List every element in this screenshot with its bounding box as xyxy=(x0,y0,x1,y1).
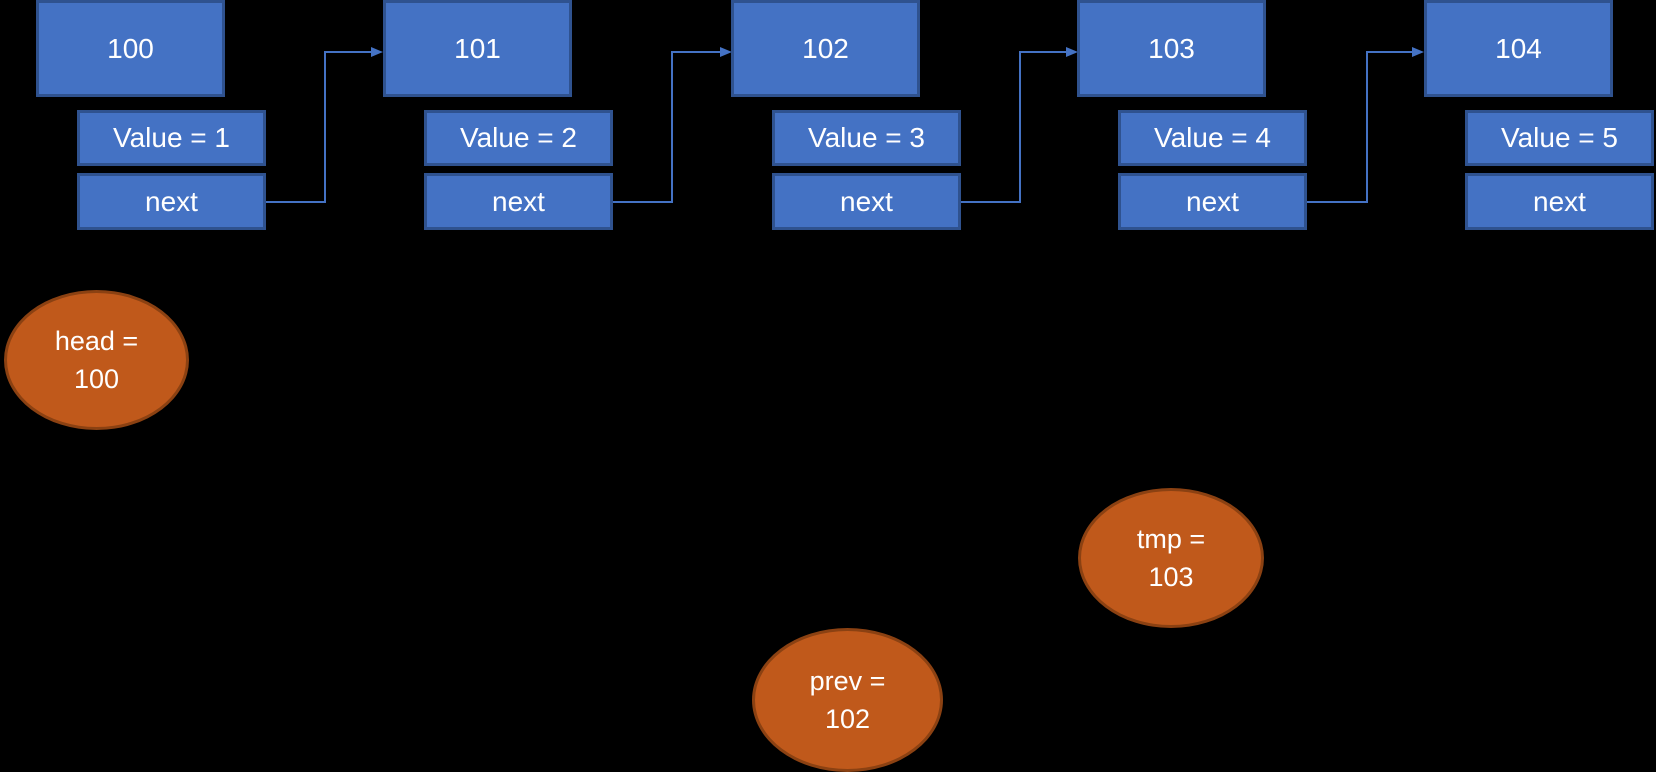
node-101: 101 Value = 2 next xyxy=(383,0,649,232)
node-value-box: Value = 3 xyxy=(772,110,961,166)
pointer-label-line2: 100 xyxy=(73,364,120,394)
pointer-label-line1: head = xyxy=(54,326,139,356)
pointer-label-line2: 102 xyxy=(824,704,871,734)
node-value-label: Value = 1 xyxy=(112,122,231,153)
node-value-box: Value = 4 xyxy=(1118,110,1307,166)
node-next-label: next xyxy=(145,185,198,217)
node-next-box: next xyxy=(77,173,266,230)
node-value-box: Value = 5 xyxy=(1465,110,1654,166)
node-102: 102 Value = 3 next xyxy=(731,0,997,232)
node-value-label: Value = 2 xyxy=(459,122,578,153)
node-address-label: 103 xyxy=(1148,32,1195,64)
node-next-box: next xyxy=(1118,173,1307,230)
pointer-label-line2: 103 xyxy=(1148,562,1194,592)
node-next-box: next xyxy=(1465,173,1654,230)
node-next-box: next xyxy=(424,173,613,230)
node-address-box: 103 xyxy=(1077,0,1266,97)
pointer-label-line1: prev = xyxy=(809,666,886,696)
node-address-box: 101 xyxy=(383,0,572,97)
node-address-label: 104 xyxy=(1495,32,1542,64)
node-address-box: 100 xyxy=(36,0,225,97)
node-next-label: next xyxy=(492,185,545,217)
pointer-tmp-ellipse: tmp = 103 xyxy=(1078,488,1264,628)
node-next-box: next xyxy=(772,173,961,230)
node-next-label: next xyxy=(1186,185,1239,217)
node-address-box: 102 xyxy=(731,0,920,97)
pointer-prev-ellipse: prev = 102 xyxy=(752,628,943,772)
node-value-label: Value = 3 xyxy=(807,122,926,153)
node-address-box: 104 xyxy=(1424,0,1613,97)
node-103: 103 Value = 4 next xyxy=(1077,0,1343,232)
node-value-box: Value = 2 xyxy=(424,110,613,166)
pointer-head-ellipse: head = 100 xyxy=(4,290,189,430)
node-100: 100 Value = 1 next xyxy=(36,0,302,232)
node-104: 104 Value = 5 next xyxy=(1424,0,1656,232)
node-address-label: 101 xyxy=(454,32,501,64)
node-value-label: Value = 5 xyxy=(1500,122,1619,153)
node-address-label: 102 xyxy=(802,32,849,64)
node-address-label: 100 xyxy=(107,32,154,64)
pointer-label-line1: tmp = xyxy=(1136,524,1206,554)
node-value-label: Value = 4 xyxy=(1153,122,1272,153)
node-value-box: Value = 1 xyxy=(77,110,266,166)
node-next-label: next xyxy=(840,185,893,217)
node-next-label: next xyxy=(1533,185,1586,217)
